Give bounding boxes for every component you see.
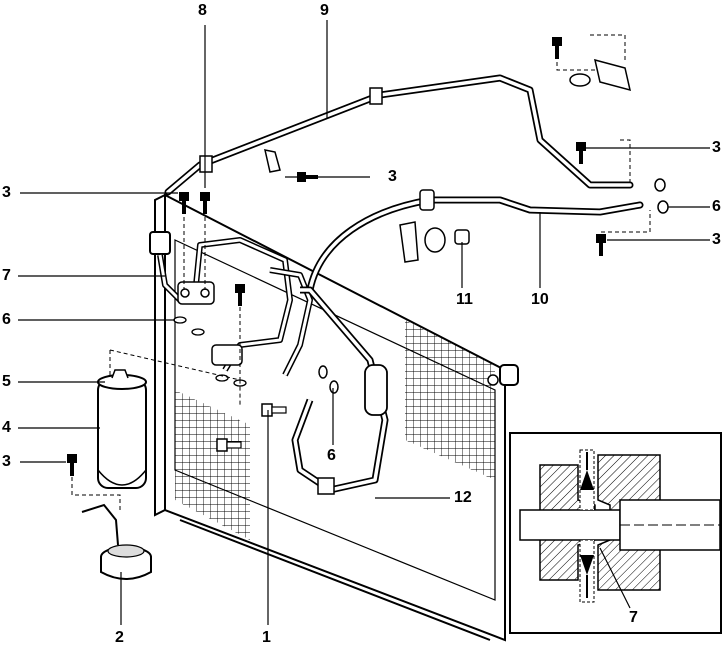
callout-12: 12 bbox=[454, 489, 472, 506]
callout-6: 6 bbox=[712, 198, 721, 215]
detail-inset bbox=[509, 432, 722, 634]
callout-7: 7 bbox=[629, 609, 638, 626]
guide-lines bbox=[71, 34, 651, 512]
callout-5: 5 bbox=[2, 373, 11, 390]
pipe-7 bbox=[157, 237, 313, 377]
leader-lines bbox=[18, 20, 710, 625]
callout-3: 3 bbox=[2, 453, 11, 470]
callout-6: 6 bbox=[2, 311, 11, 328]
callout-9: 9 bbox=[320, 2, 329, 19]
hose-12 bbox=[291, 286, 389, 495]
callout-6: 6 bbox=[327, 447, 336, 464]
callout-4: 4 bbox=[2, 419, 11, 436]
pipe-10 bbox=[306, 189, 644, 294]
callout-11: 11 bbox=[456, 291, 473, 308]
callout-3: 3 bbox=[388, 168, 397, 185]
callout-3: 3 bbox=[712, 231, 721, 248]
callout-3: 3 bbox=[2, 184, 11, 201]
bracket-2 bbox=[81, 503, 152, 580]
callout-10: 10 bbox=[531, 291, 549, 308]
small-parts bbox=[173, 58, 669, 394]
pipe-9 bbox=[164, 74, 634, 196]
callout-7: 7 bbox=[2, 267, 11, 284]
callout-3: 3 bbox=[712, 139, 721, 156]
callout-2: 2 bbox=[115, 629, 124, 646]
callout-1: 1 bbox=[262, 629, 271, 646]
receiver-drier bbox=[97, 369, 147, 489]
condenser bbox=[149, 193, 519, 642]
callout-8: 8 bbox=[198, 2, 207, 19]
